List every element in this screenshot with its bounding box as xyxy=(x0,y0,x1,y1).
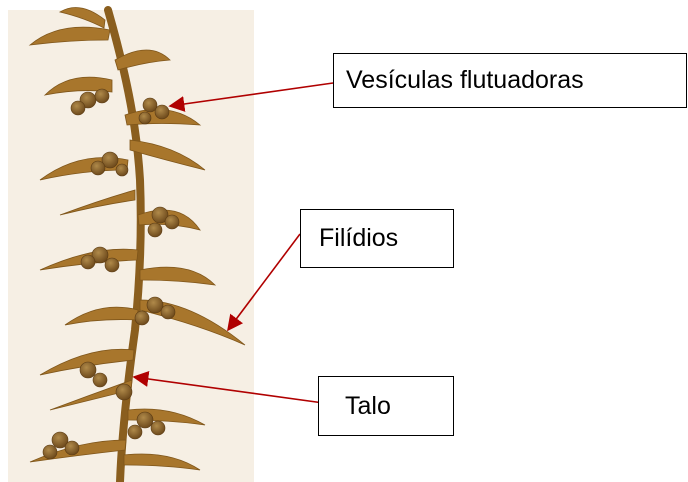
seaweed-photo xyxy=(8,8,254,482)
label-talo-text: Talo xyxy=(345,392,391,421)
label-vesiculas-text: Vesículas flutuadoras xyxy=(346,66,584,95)
label-filidios-text: Filídios xyxy=(319,224,398,253)
label-vesiculas-flutuadoras: Vesículas flutuadoras xyxy=(333,53,687,108)
label-talo: Talo xyxy=(318,376,454,436)
label-filidios: Filídios xyxy=(300,209,454,268)
